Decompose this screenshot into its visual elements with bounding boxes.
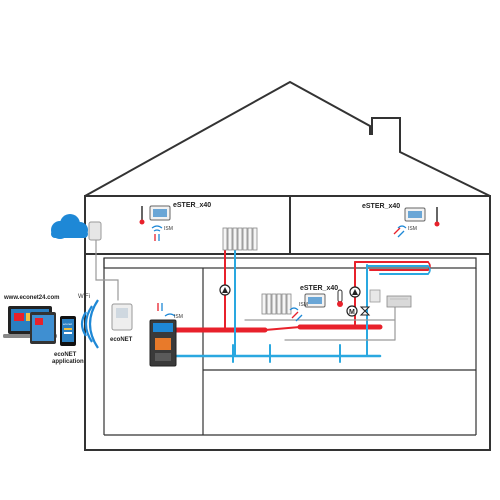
room-attic-right: eSTER_x40 ISM	[362, 203, 440, 238]
sync-arrows-icon	[393, 227, 405, 238]
econet-device-label: ecoNET	[110, 337, 133, 343]
wireless-icon	[151, 225, 163, 232]
ester-label-attic-left: eSTER_x40	[173, 202, 211, 209]
radiator-icon	[261, 293, 292, 315]
mixing-valve-icon: M	[346, 305, 371, 317]
cloud-icon	[51, 214, 88, 239]
phone-brand-label: econet	[63, 322, 72, 326]
ester-screen	[153, 209, 167, 217]
website-label: www.econet24.com	[3, 295, 59, 301]
thermometer-bulb	[139, 219, 145, 225]
client-devices: www.econet24.com econet ecoNET applicati…	[3, 295, 84, 365]
tablet-icon	[30, 312, 56, 344]
pump-icon	[219, 284, 231, 296]
room-ground-right: eSTER_x40 ISM M	[219, 284, 412, 322]
ism-label-attic: ISM	[164, 226, 173, 232]
thermometer-icon	[337, 289, 343, 307]
room-attic-left: eSTER_x40 ISM	[139, 202, 258, 251]
hot-thin	[264, 326, 301, 331]
sync-arrows-icon	[291, 311, 303, 322]
econet-module-icon	[111, 303, 133, 331]
radiator-icon	[222, 227, 258, 251]
pipes	[95, 239, 429, 363]
ism-label-attic-right: ISM	[408, 226, 417, 232]
ester-screen-right	[408, 211, 422, 218]
pump-icon	[349, 286, 361, 298]
app-label-line2: application	[52, 359, 84, 365]
boiler-area: ecoNET ISM	[110, 303, 183, 367]
underfloor-heating-coil	[427, 261, 431, 275]
gateway-cable	[95, 239, 119, 301]
wifi-label: WiFi	[78, 294, 90, 300]
water-heater-icon	[369, 289, 381, 303]
valve-body	[359, 306, 371, 316]
control-module-icon	[386, 295, 412, 308]
boiler-icon	[149, 319, 177, 367]
ester-screen-ground	[308, 297, 322, 304]
wireless-icon	[397, 225, 407, 229]
ester-label-attic-right: eSTER_x40	[362, 203, 400, 210]
wifi-signal-icon	[80, 299, 99, 349]
sync-arrows-icon	[154, 234, 160, 241]
thermometer-bulb	[434, 221, 440, 227]
ester-label-ground: eSTER_x40	[300, 285, 338, 292]
sync-arrows-icon	[157, 303, 163, 311]
internet-gateway-module	[88, 221, 102, 241]
ism-label-boiler: ISM	[174, 314, 183, 320]
wireless-icon	[164, 313, 176, 317]
ism-label-ground: ISM	[299, 302, 308, 308]
wireless-icon	[289, 307, 299, 311]
mixer-letter: M	[349, 309, 355, 316]
app-label-line1: ecoNET	[54, 352, 77, 358]
smartphone-icon: econet	[60, 316, 76, 346]
